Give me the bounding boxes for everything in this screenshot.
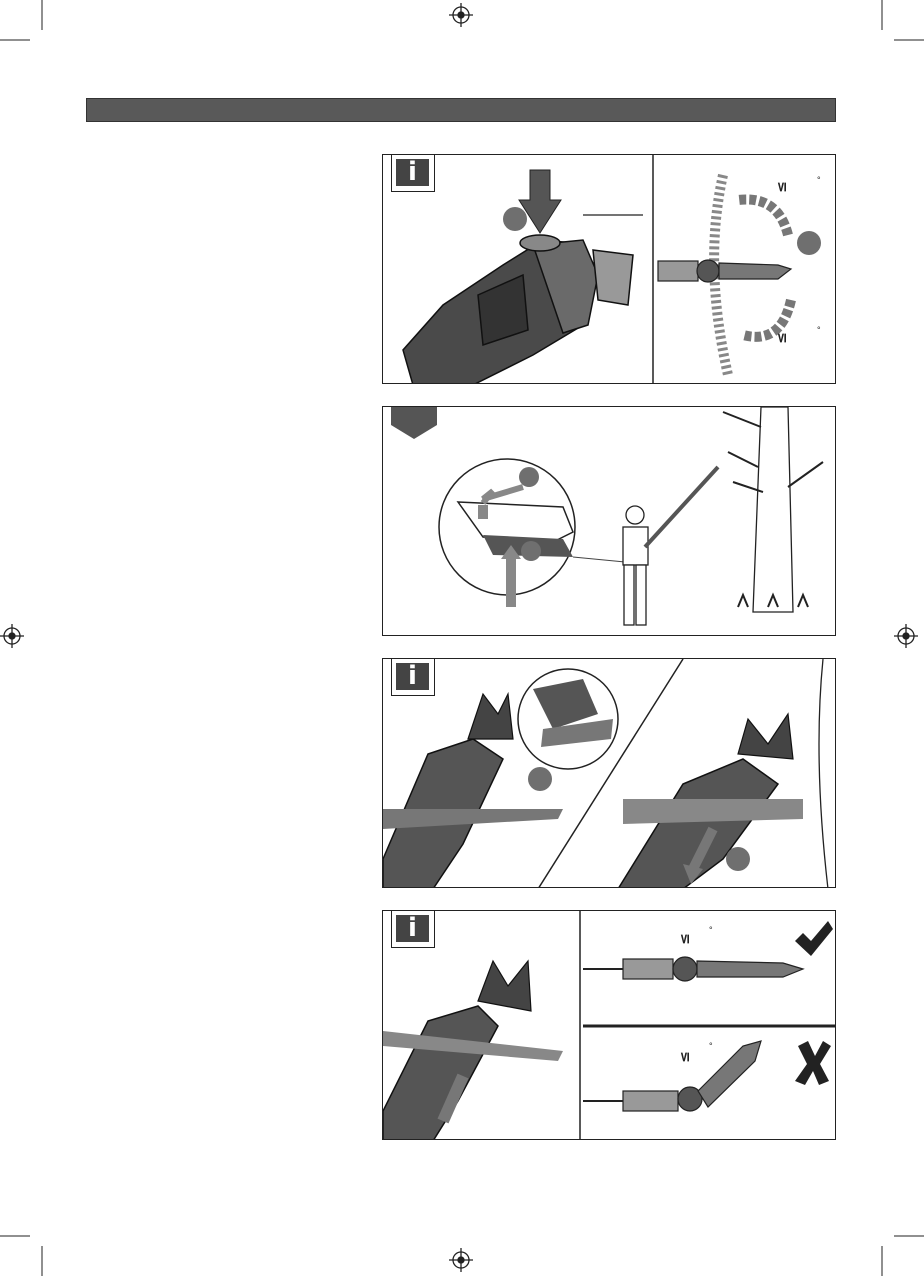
degree-symbol: ° <box>817 175 821 185</box>
degree-symbol: ° <box>817 325 821 335</box>
angle-limit-symbol: ≤ <box>774 181 790 193</box>
info-badge: i <box>391 658 435 696</box>
cutting-illustration <box>383 659 836 888</box>
angle-limit-symbol: ≤ <box>677 933 693 945</box>
cross-icon <box>795 1041 831 1085</box>
down-arrow-tab-icon <box>391 407 437 439</box>
crosshair-circle-icon <box>449 3 473 27</box>
step-number-circle <box>726 847 750 871</box>
degree-symbol: ° <box>709 1041 713 1051</box>
step-number-circle <box>528 767 552 791</box>
section-header-bar <box>86 98 836 122</box>
step-number-circle <box>521 541 541 561</box>
step-number-circle <box>519 467 539 487</box>
rotation-illustration <box>383 155 836 384</box>
angle-limit-symbol: ≤ <box>677 1051 693 1063</box>
panel-rotation: i ≤ ° ≤ ° <box>382 154 836 384</box>
panel-cutting: i <box>382 658 836 888</box>
angle-check-illustration <box>383 911 836 1140</box>
panel-angle-check: i ≤ ° ≤ ° <box>382 910 836 1140</box>
info-badge: i <box>391 910 435 948</box>
step-number-circle <box>503 207 527 231</box>
angle-limit-symbol: ≤ <box>774 332 790 344</box>
step-number-circle <box>797 231 821 255</box>
check-icon <box>795 921 833 956</box>
info-badge: i <box>391 154 435 192</box>
panel-operation <box>382 406 836 636</box>
operation-illustration <box>383 407 836 636</box>
degree-symbol: ° <box>709 925 713 935</box>
